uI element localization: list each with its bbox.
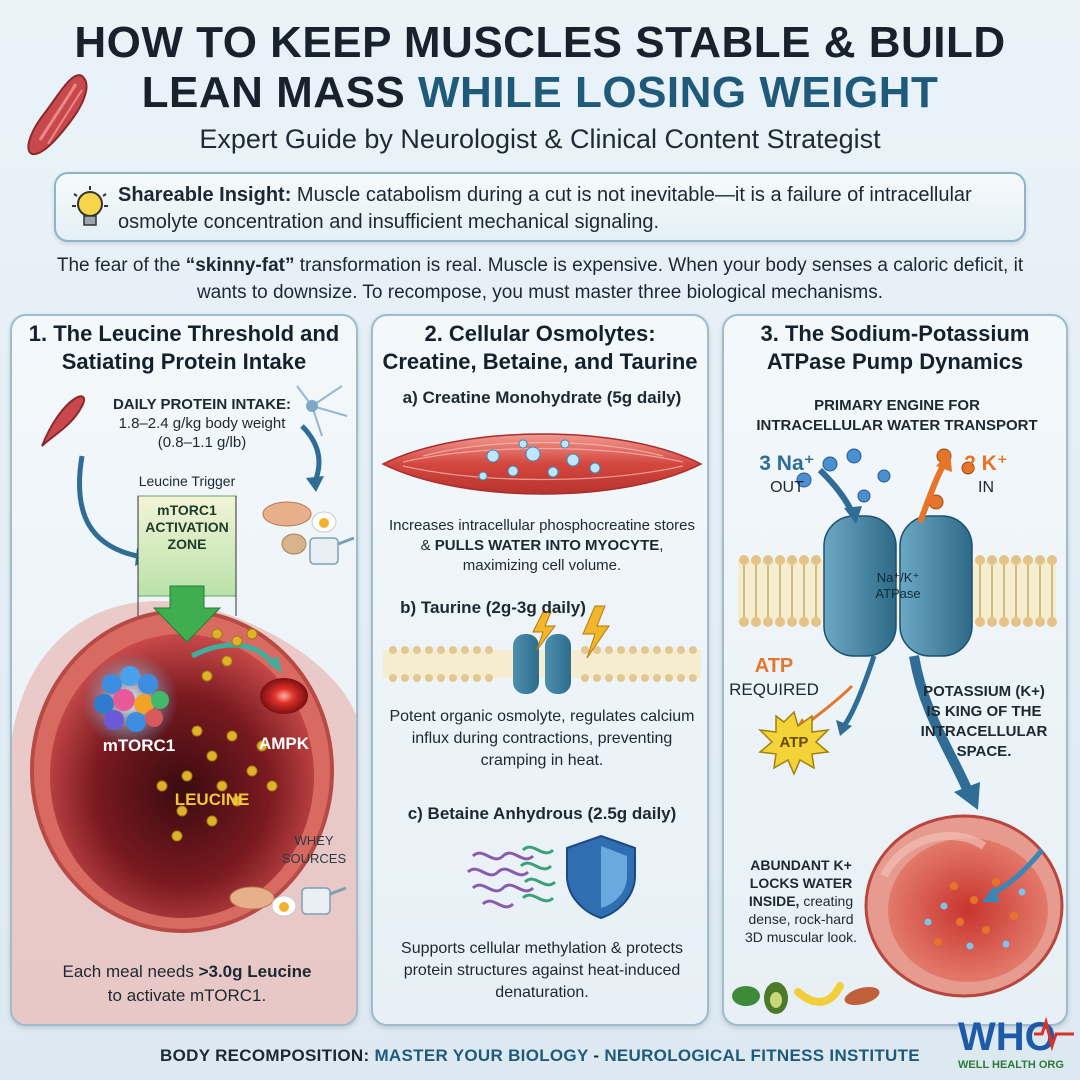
atp-burst-label: ATP bbox=[779, 734, 809, 751]
protein-kg: 1.8–2.4 g/kg body weight bbox=[118, 415, 286, 432]
leucine-illustration bbox=[12, 385, 356, 1024]
protein-heading: DAILY PROTEIN INTAKE: bbox=[112, 396, 292, 413]
page-title: HOW TO KEEP MUSCLES STABLE & BUILD LEAN … bbox=[0, 18, 1080, 118]
panel-2-title: 2. Cellular Osmolytes: Creatine, Betaine… bbox=[382, 321, 698, 374]
betaine-heading: c) Betaine Anhydrous (2.5g daily) bbox=[407, 804, 677, 823]
betaine-text: Supports cellular methylation & protects… bbox=[401, 940, 683, 1001]
logo-text: WHO bbox=[958, 1015, 1056, 1059]
atpase-pump-illustration bbox=[732, 448, 1064, 1014]
intro-paragraph: The fear of the “skinny-fat” transformat… bbox=[56, 255, 1024, 303]
panel-1-title: 1. The Leucine Threshold and Satiating P… bbox=[28, 321, 340, 374]
protein-lb: (0.8–1.1 g/lb) bbox=[157, 434, 247, 451]
leucine-requirement: Each meal needs >3.0g Leucine to activat… bbox=[62, 962, 312, 1005]
pump-label: Na⁺/K⁺ ATPase bbox=[875, 570, 921, 601]
creatine-text: Increases intracellular phosphocreatine … bbox=[389, 517, 695, 574]
potassium-king-label: POTASSIUM (K+) IS KING OF THE INTRACELLU… bbox=[920, 683, 1048, 760]
activation-zone-label: mTORC1 ACTIVATION ZONE bbox=[145, 502, 229, 552]
lightbulb-icon bbox=[72, 186, 108, 226]
page-subtitle: Expert Guide by Neurologist & Clinical C… bbox=[199, 124, 881, 154]
shareable-insight-box: Shareable Insight: Muscle catabolism dur… bbox=[54, 172, 1026, 242]
title-accent: WHILE LOSING WEIGHT bbox=[418, 68, 939, 117]
taurine-text: Potent organic osmolyte, regulates calci… bbox=[389, 708, 695, 769]
panel-leucine-threshold: 1. The Leucine Threshold and Satiating P… bbox=[10, 314, 358, 1026]
panel-cellular-osmolytes: 2. Cellular Osmolytes: Creatine, Betaine… bbox=[371, 314, 709, 1026]
insight-text: Muscle catabolism during a cut is not in… bbox=[118, 184, 972, 233]
whey-sources-label: WHEY SOURCES bbox=[281, 833, 347, 866]
abundant-k-label: ABUNDANT K+ LOCKS WATER INSIDE, creating… bbox=[744, 857, 858, 945]
ampk-label: AMPK bbox=[258, 734, 310, 753]
title-line-2: LEAN MASS WHILE LOSING WEIGHT bbox=[141, 68, 939, 117]
who-logo[interactable]: WHO WELL HEALTH ORG bbox=[950, 1006, 1078, 1076]
panel-3-title: 3. The Sodium-Potassium ATPase Pump Dyna… bbox=[760, 321, 1030, 374]
atp-required-label: ATP REQUIRED bbox=[729, 655, 819, 699]
engine-label: PRIMARY ENGINE FOR INTRACELLULAR WATER T… bbox=[756, 397, 1038, 434]
insight-label: Shareable Insight: bbox=[118, 184, 292, 206]
panel-sodium-potassium-pump: 3. The Sodium-Potassium ATPase Pump Dyna… bbox=[722, 314, 1068, 1026]
footer-tagline: BODY RECOMPOSITION: MASTER YOUR BIOLOGY … bbox=[160, 1046, 920, 1065]
sodium-label: 3 Na⁺ OUT bbox=[759, 452, 815, 496]
leucine-label: LEUCINE bbox=[174, 790, 250, 809]
creatine-heading: a) Creatine Monohydrate (5g daily) bbox=[402, 388, 682, 407]
title-line-1: HOW TO KEEP MUSCLES STABLE & BUILD bbox=[74, 18, 1006, 67]
muscle-icon bbox=[27, 74, 88, 156]
leucine-trigger-label: Leucine Trigger bbox=[138, 473, 236, 489]
skinny-fat-term: “skinny-fat” bbox=[185, 255, 295, 276]
osmolyte-illustration bbox=[381, 433, 703, 920]
mtorc1-label: mTORC1 bbox=[102, 736, 176, 755]
potassium-ion-label: 2 K⁺ IN bbox=[964, 452, 1008, 496]
logo-subtext: WELL HEALTH ORG bbox=[958, 1059, 1064, 1071]
taurine-heading: b) Taurine (2g-3g daily) bbox=[400, 598, 586, 617]
